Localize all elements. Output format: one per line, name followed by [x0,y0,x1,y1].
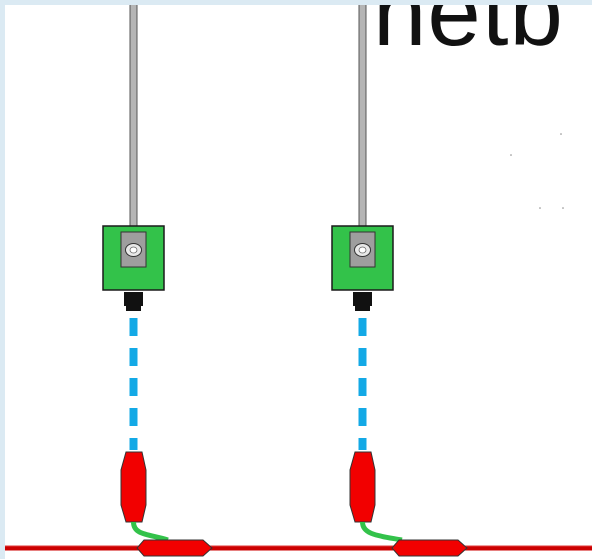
diagram-canvas: netb [5,5,592,559]
plug-tip-right [355,306,370,311]
antenna-right [358,5,367,229]
tap-connector-right [391,539,468,557]
antenna-left [129,5,138,229]
title-text: netb [373,5,564,66]
node-left [102,5,213,557]
node-right [331,5,468,557]
plug-left [124,292,143,306]
patch-lead-left [131,521,169,543]
plug-tip-left [126,306,141,311]
sleeve-left [120,451,147,523]
network-diagram [5,5,592,557]
sleeve-right [349,451,376,523]
patch-lead-right [360,521,403,543]
plug-right [353,292,372,306]
connector-port-inner-right [358,246,367,254]
connector-port-inner-left [129,246,138,254]
background-specks [510,133,564,209]
tap-connector-left [136,539,213,557]
